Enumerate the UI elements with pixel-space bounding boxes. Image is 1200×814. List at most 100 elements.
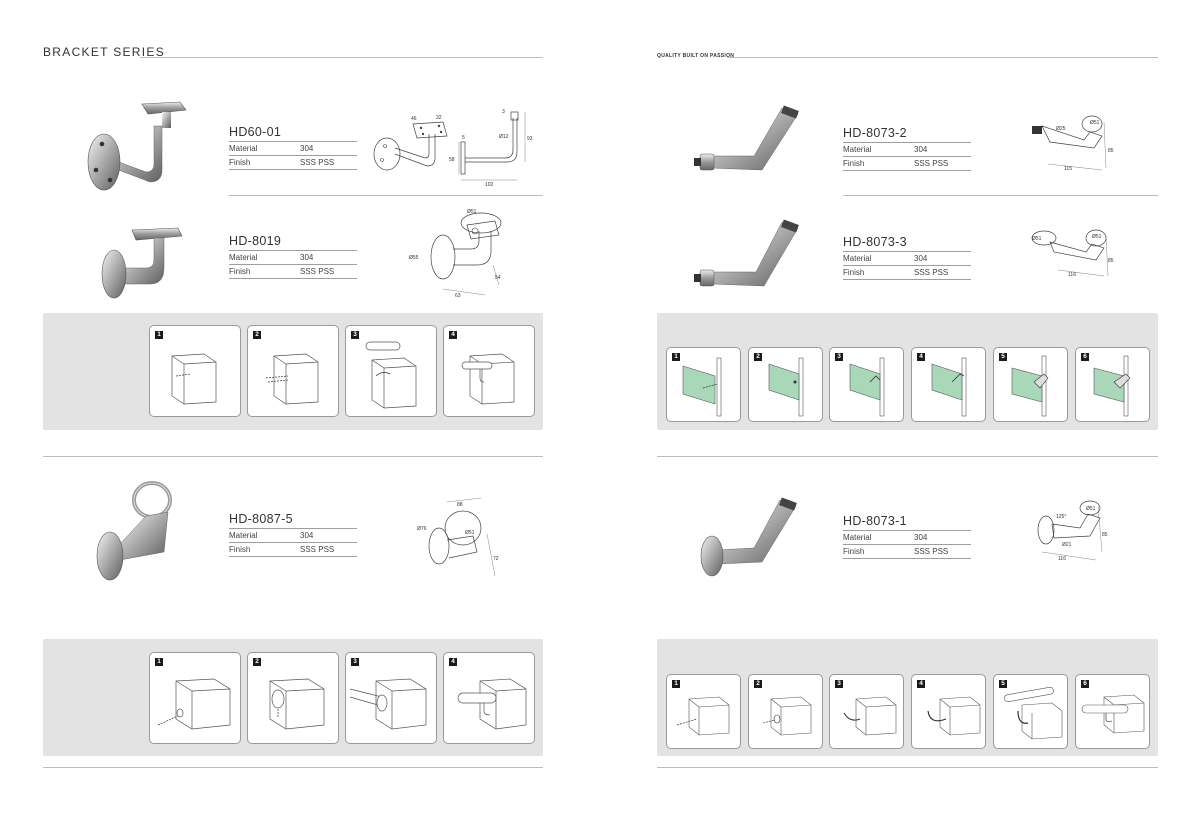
material-row: Material 304 xyxy=(843,531,971,545)
finish-value: SSS PSS xyxy=(914,547,949,556)
material-label: Material xyxy=(843,254,872,263)
finish-value: SSS PSS xyxy=(300,545,335,554)
product-code: HD60-01 xyxy=(229,125,357,142)
dim-label: Ø51 xyxy=(1032,236,1042,242)
page-tagline: QUALITY BUILT ON PASSION xyxy=(657,53,735,59)
finish-label: Finish xyxy=(229,158,251,167)
step-number: 2 xyxy=(754,353,762,361)
product-code: HD-8073-2 xyxy=(843,126,971,143)
product-code: HD-8087-5 xyxy=(229,512,357,529)
step-number: 3 xyxy=(351,658,359,666)
step-number: 5 xyxy=(999,353,1007,361)
finish-row: Finish SSS PSS xyxy=(229,265,357,279)
dim-label: 32 xyxy=(436,115,442,121)
material-label: Material xyxy=(843,145,872,154)
finish-label: Finish xyxy=(843,547,865,556)
material-value: 304 xyxy=(914,533,928,542)
section-divider xyxy=(43,456,543,457)
material-value: 304 xyxy=(914,145,928,154)
dim-label: 85 xyxy=(1108,258,1114,264)
step-number: 2 xyxy=(754,680,762,688)
product-photo-hd-8019 xyxy=(101,227,183,299)
install-step-5: 5 xyxy=(993,347,1068,422)
finish-label: Finish xyxy=(843,159,865,168)
tagline-rule xyxy=(727,57,1158,58)
finish-value: SSS PSS xyxy=(914,268,949,277)
finish-row: Finish SSS PSS xyxy=(229,156,357,170)
dim-label: Ø55 xyxy=(409,255,419,261)
dim-label: 85 xyxy=(1108,148,1114,154)
product-photo-hd60-01 xyxy=(87,101,187,191)
dim-label: 116 xyxy=(1058,556,1066,562)
step-number: 3 xyxy=(351,331,359,339)
dim-label: Ø12 xyxy=(499,134,509,140)
finish-value: SSS PSS xyxy=(914,159,949,168)
install-step-1: 1 xyxy=(149,652,241,744)
install-step-2: 2 xyxy=(247,325,339,417)
dim-label: Ø76 xyxy=(417,526,427,532)
install-step-3: 3 xyxy=(345,652,437,744)
finish-label: Finish xyxy=(229,267,251,276)
material-row: Material 304 xyxy=(229,142,357,156)
dim-label: Ø25 xyxy=(1056,126,1066,132)
step-number: 4 xyxy=(449,658,457,666)
dim-label: Ø51 xyxy=(1090,120,1100,126)
dim-label: 5 xyxy=(462,135,465,141)
install-step-1: 1 xyxy=(666,347,741,422)
technical-drawing-hd-8019: Ø51 Ø55 54 63 xyxy=(409,209,502,299)
material-label: Material xyxy=(229,144,258,153)
material-value: 304 xyxy=(914,254,928,263)
bottom-rule xyxy=(43,767,543,768)
product-spec-hd-8073-2: HD-8073-2 Material 304 Finish SSS PSS xyxy=(843,126,971,171)
material-row: Material 304 xyxy=(843,143,971,157)
technical-drawing-hd-8073-1: 125° Ø51 Ø21 85 116 xyxy=(1037,500,1108,562)
dim-label: 54 xyxy=(495,275,501,281)
finish-row: Finish SSS PSS xyxy=(843,266,971,280)
material-label: Material xyxy=(229,253,258,262)
material-label: Material xyxy=(843,533,872,542)
install-step-4: 4 xyxy=(911,674,986,749)
title-rule xyxy=(140,57,543,58)
finish-label: Finish xyxy=(843,268,865,277)
technical-drawing-hd-8087-5: 88 Ø76 Ø51 72 xyxy=(417,497,499,577)
install-step-1: 1 xyxy=(149,325,241,417)
install-step-3: 3 xyxy=(345,325,437,417)
dim-label: Ø51 xyxy=(1092,234,1102,240)
install-step-3: 3 xyxy=(829,674,904,749)
dim-label: Ø51 xyxy=(1086,506,1096,512)
step-number: 1 xyxy=(155,331,163,339)
product-photo-hd-8073-1 xyxy=(700,497,797,577)
install-step-5: 5 xyxy=(993,674,1068,749)
finish-value: SSS PSS xyxy=(300,267,335,276)
step-number: 1 xyxy=(672,680,680,688)
material-value: 304 xyxy=(300,144,314,153)
technical-drawing-hd-8073-2: Ø25 Ø51 85 115 xyxy=(1032,115,1114,172)
dim-label: 85 xyxy=(1102,532,1108,538)
technical-drawing-hd60-01: 46 32 5 58 102 3 Ø12 93 xyxy=(373,109,533,188)
divider xyxy=(229,195,543,196)
step-number: 4 xyxy=(449,331,457,339)
install-step-2: 2 xyxy=(748,347,823,422)
install-step-2: 2 xyxy=(247,652,339,744)
product-photo-hd-8087-5 xyxy=(96,481,172,581)
install-step-4: 4 xyxy=(443,652,535,744)
material-value: 304 xyxy=(300,253,314,262)
dim-label: Ø51 xyxy=(465,530,475,536)
dim-label: Ø51 xyxy=(467,209,477,215)
section-divider xyxy=(657,456,1158,457)
install-step-4: 4 xyxy=(911,347,986,422)
bottom-rule xyxy=(657,767,1158,768)
step-number: 2 xyxy=(253,331,261,339)
material-value: 304 xyxy=(300,531,314,540)
step-number: 4 xyxy=(917,680,925,688)
dim-label: 125° xyxy=(1056,514,1066,520)
dim-label: 115 xyxy=(1064,166,1072,172)
finish-value: SSS PSS xyxy=(300,158,335,167)
dim-label: 46 xyxy=(411,116,417,122)
step-number: 4 xyxy=(917,353,925,361)
